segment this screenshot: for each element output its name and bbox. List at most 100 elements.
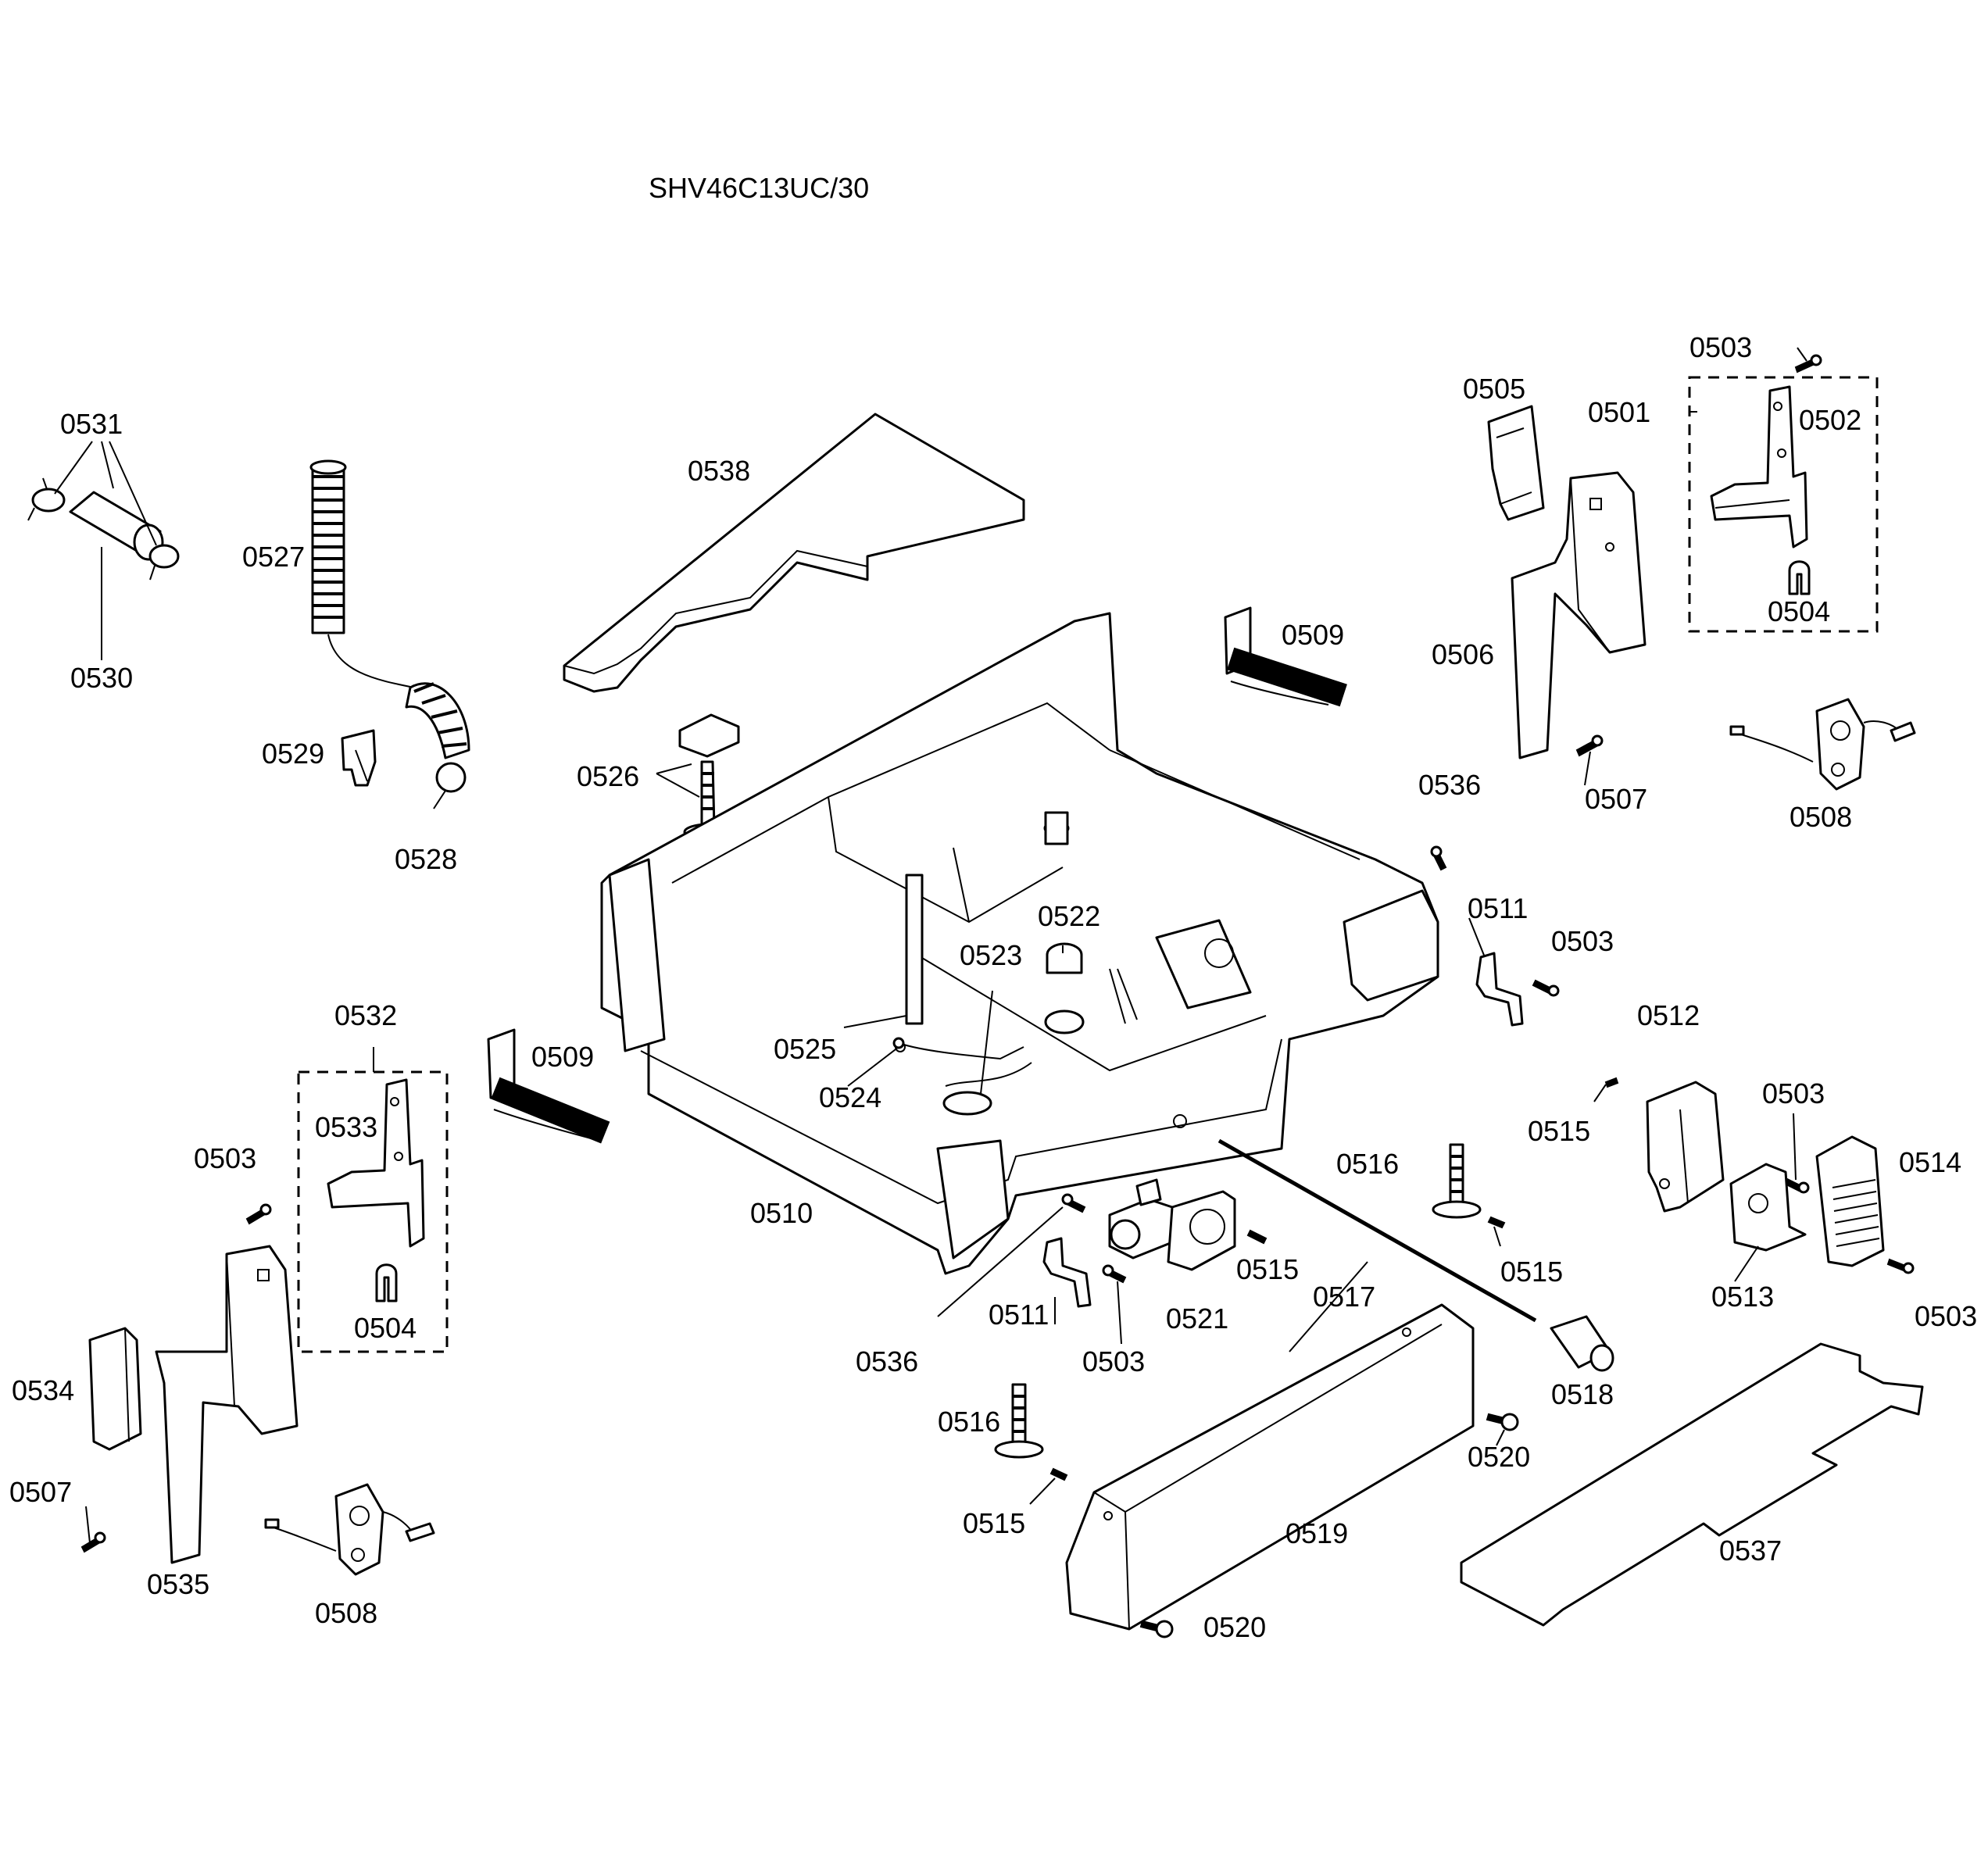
pin-0515-a <box>1604 1077 1619 1088</box>
spring-assembly-0509-left <box>487 1028 610 1144</box>
part-labels: 0503 0501 0502 0505 0504 0531 0530 0527 … <box>9 331 1977 1643</box>
label-0503: 0503 <box>1762 1077 1825 1109</box>
screw-0503-center <box>1102 1264 1127 1284</box>
label-0515: 0515 <box>963 1507 1025 1539</box>
label-0508: 0508 <box>1790 801 1852 833</box>
clip-0529 <box>341 729 377 787</box>
door-switch-0508-top <box>1729 698 1916 791</box>
vent-cover-0514 <box>1815 1135 1885 1267</box>
screw-0503-left <box>245 1203 272 1225</box>
label-0526: 0526 <box>577 760 639 792</box>
bracket-0511-top <box>1475 952 1524 1027</box>
label-0511: 0511 <box>989 1299 1049 1331</box>
bracket-0505 <box>1487 405 1545 521</box>
screw-0503-top <box>1794 354 1822 373</box>
label-0507: 0507 <box>9 1476 72 1508</box>
label-0535: 0535 <box>147 1568 209 1600</box>
door-switch-0508-left <box>264 1483 435 1576</box>
label-0515: 0515 <box>1528 1115 1590 1147</box>
group-box-0501 <box>1688 376 1879 633</box>
group-box-0532 <box>297 1070 449 1353</box>
screw-0536-bottom <box>1061 1193 1086 1213</box>
screw-0507-top <box>1575 734 1604 757</box>
label-0503: 0503 <box>1689 331 1752 363</box>
label-0520: 0520 <box>1468 1441 1530 1473</box>
label-0502: 0502 <box>1799 404 1861 436</box>
pin-0515-b <box>1246 1229 1268 1245</box>
cover-0512 <box>1646 1081 1725 1213</box>
label-0513: 0513 <box>1711 1281 1774 1313</box>
screw-0520-right <box>1486 1413 1519 1431</box>
screw-0507-left <box>80 1531 106 1553</box>
foot-0516-left <box>994 1383 1044 1459</box>
label-0533: 0533 <box>315 1111 377 1143</box>
label-0537: 0537 <box>1719 1535 1782 1567</box>
screw-0503-far-right <box>1886 1258 1915 1274</box>
hose-clamp-0531-right <box>148 544 180 581</box>
label-0522: 0522 <box>1038 900 1100 932</box>
label-0529: 0529 <box>262 738 324 770</box>
inlet-valve-0521 <box>1108 1178 1236 1271</box>
model-number-title: SHV46C13UC/30 <box>649 172 869 204</box>
hinge-bracket-0533 <box>327 1078 425 1248</box>
label-0528: 0528 <box>395 843 457 875</box>
insulation-panel-0537 <box>1460 1342 1924 1627</box>
label-0527: 0527 <box>242 541 305 573</box>
hose-clamp-0531-left <box>27 477 66 521</box>
label-0517: 0517 <box>1313 1281 1375 1313</box>
leader-lines <box>54 347 1807 1544</box>
label-0531: 0531 <box>60 408 123 440</box>
knob-0518 <box>1550 1315 1614 1372</box>
bracket-0506 <box>1511 471 1647 759</box>
label-0523: 0523 <box>960 939 1022 971</box>
clip-0504-left <box>375 1263 398 1302</box>
ring-0528 <box>435 762 467 793</box>
label-0510: 0510 <box>750 1197 813 1229</box>
label-0534: 0534 <box>12 1374 74 1406</box>
label-0520: 0520 <box>1203 1611 1266 1643</box>
label-0524: 0524 <box>819 1081 881 1113</box>
label-0504: 0504 <box>354 1312 417 1344</box>
hinge-bracket-0502 <box>1710 385 1808 548</box>
label-0503: 0503 <box>1551 925 1614 957</box>
screw-0503-right-mid <box>1532 979 1560 997</box>
label-0504: 0504 <box>1768 595 1830 627</box>
label-0516: 0516 <box>1336 1148 1399 1180</box>
label-0503: 0503 <box>194 1142 256 1174</box>
label-0516: 0516 <box>938 1406 1000 1438</box>
label-0518: 0518 <box>1551 1378 1614 1410</box>
label-0508: 0508 <box>315 1597 377 1629</box>
label-0532: 0532 <box>334 999 397 1031</box>
bracket-0535 <box>155 1245 299 1564</box>
bracket-0511-bottom <box>1042 1237 1092 1308</box>
label-0538: 0538 <box>688 455 750 487</box>
label-0536: 0536 <box>856 1345 918 1377</box>
label-0530: 0530 <box>70 662 133 694</box>
label-0536: 0536 <box>1418 769 1481 801</box>
label-0509: 0509 <box>531 1041 594 1073</box>
label-0501: 0501 <box>1588 396 1650 428</box>
spring-assembly-0509-top <box>1224 606 1347 707</box>
label-0511: 0511 <box>1468 892 1528 924</box>
base-tub-0510 <box>600 612 1439 1275</box>
label-0505: 0505 <box>1463 373 1525 405</box>
bracket-0534 <box>88 1327 142 1451</box>
label-0521: 0521 <box>1166 1302 1228 1335</box>
screw-0503-right-low <box>1782 1177 1810 1194</box>
screw-0520-bottom <box>1139 1620 1174 1638</box>
label-0509: 0509 <box>1282 619 1344 651</box>
label-0515: 0515 <box>1236 1253 1299 1285</box>
kick-plate-0519 <box>1065 1303 1475 1631</box>
label-0519: 0519 <box>1285 1517 1348 1549</box>
hose-sleeve-0530 <box>69 491 164 561</box>
label-0507: 0507 <box>1585 783 1647 815</box>
pin-0515-c <box>1487 1216 1506 1229</box>
foot-0516-right <box>1432 1143 1482 1219</box>
insulation-panel-0538 <box>563 413 1025 693</box>
bracket-0513 <box>1729 1163 1807 1252</box>
clip-0504-top <box>1788 560 1811 595</box>
pin-0515-d <box>1049 1467 1068 1481</box>
rod-0517 <box>1217 1138 1537 1323</box>
label-0525: 0525 <box>774 1033 836 1065</box>
